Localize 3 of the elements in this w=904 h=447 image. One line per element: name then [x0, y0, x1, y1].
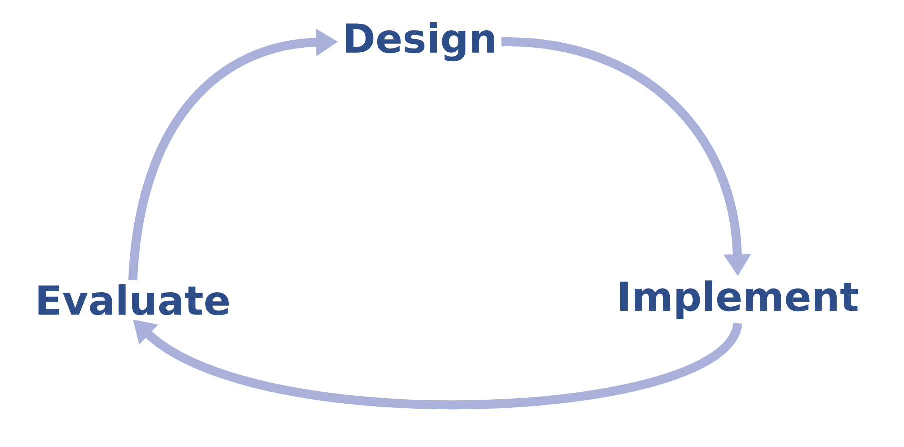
- step-label: Implement: [620, 280, 858, 320]
- step-label: Design: [346, 22, 494, 62]
- step-label: Evaluate: [38, 284, 229, 316]
